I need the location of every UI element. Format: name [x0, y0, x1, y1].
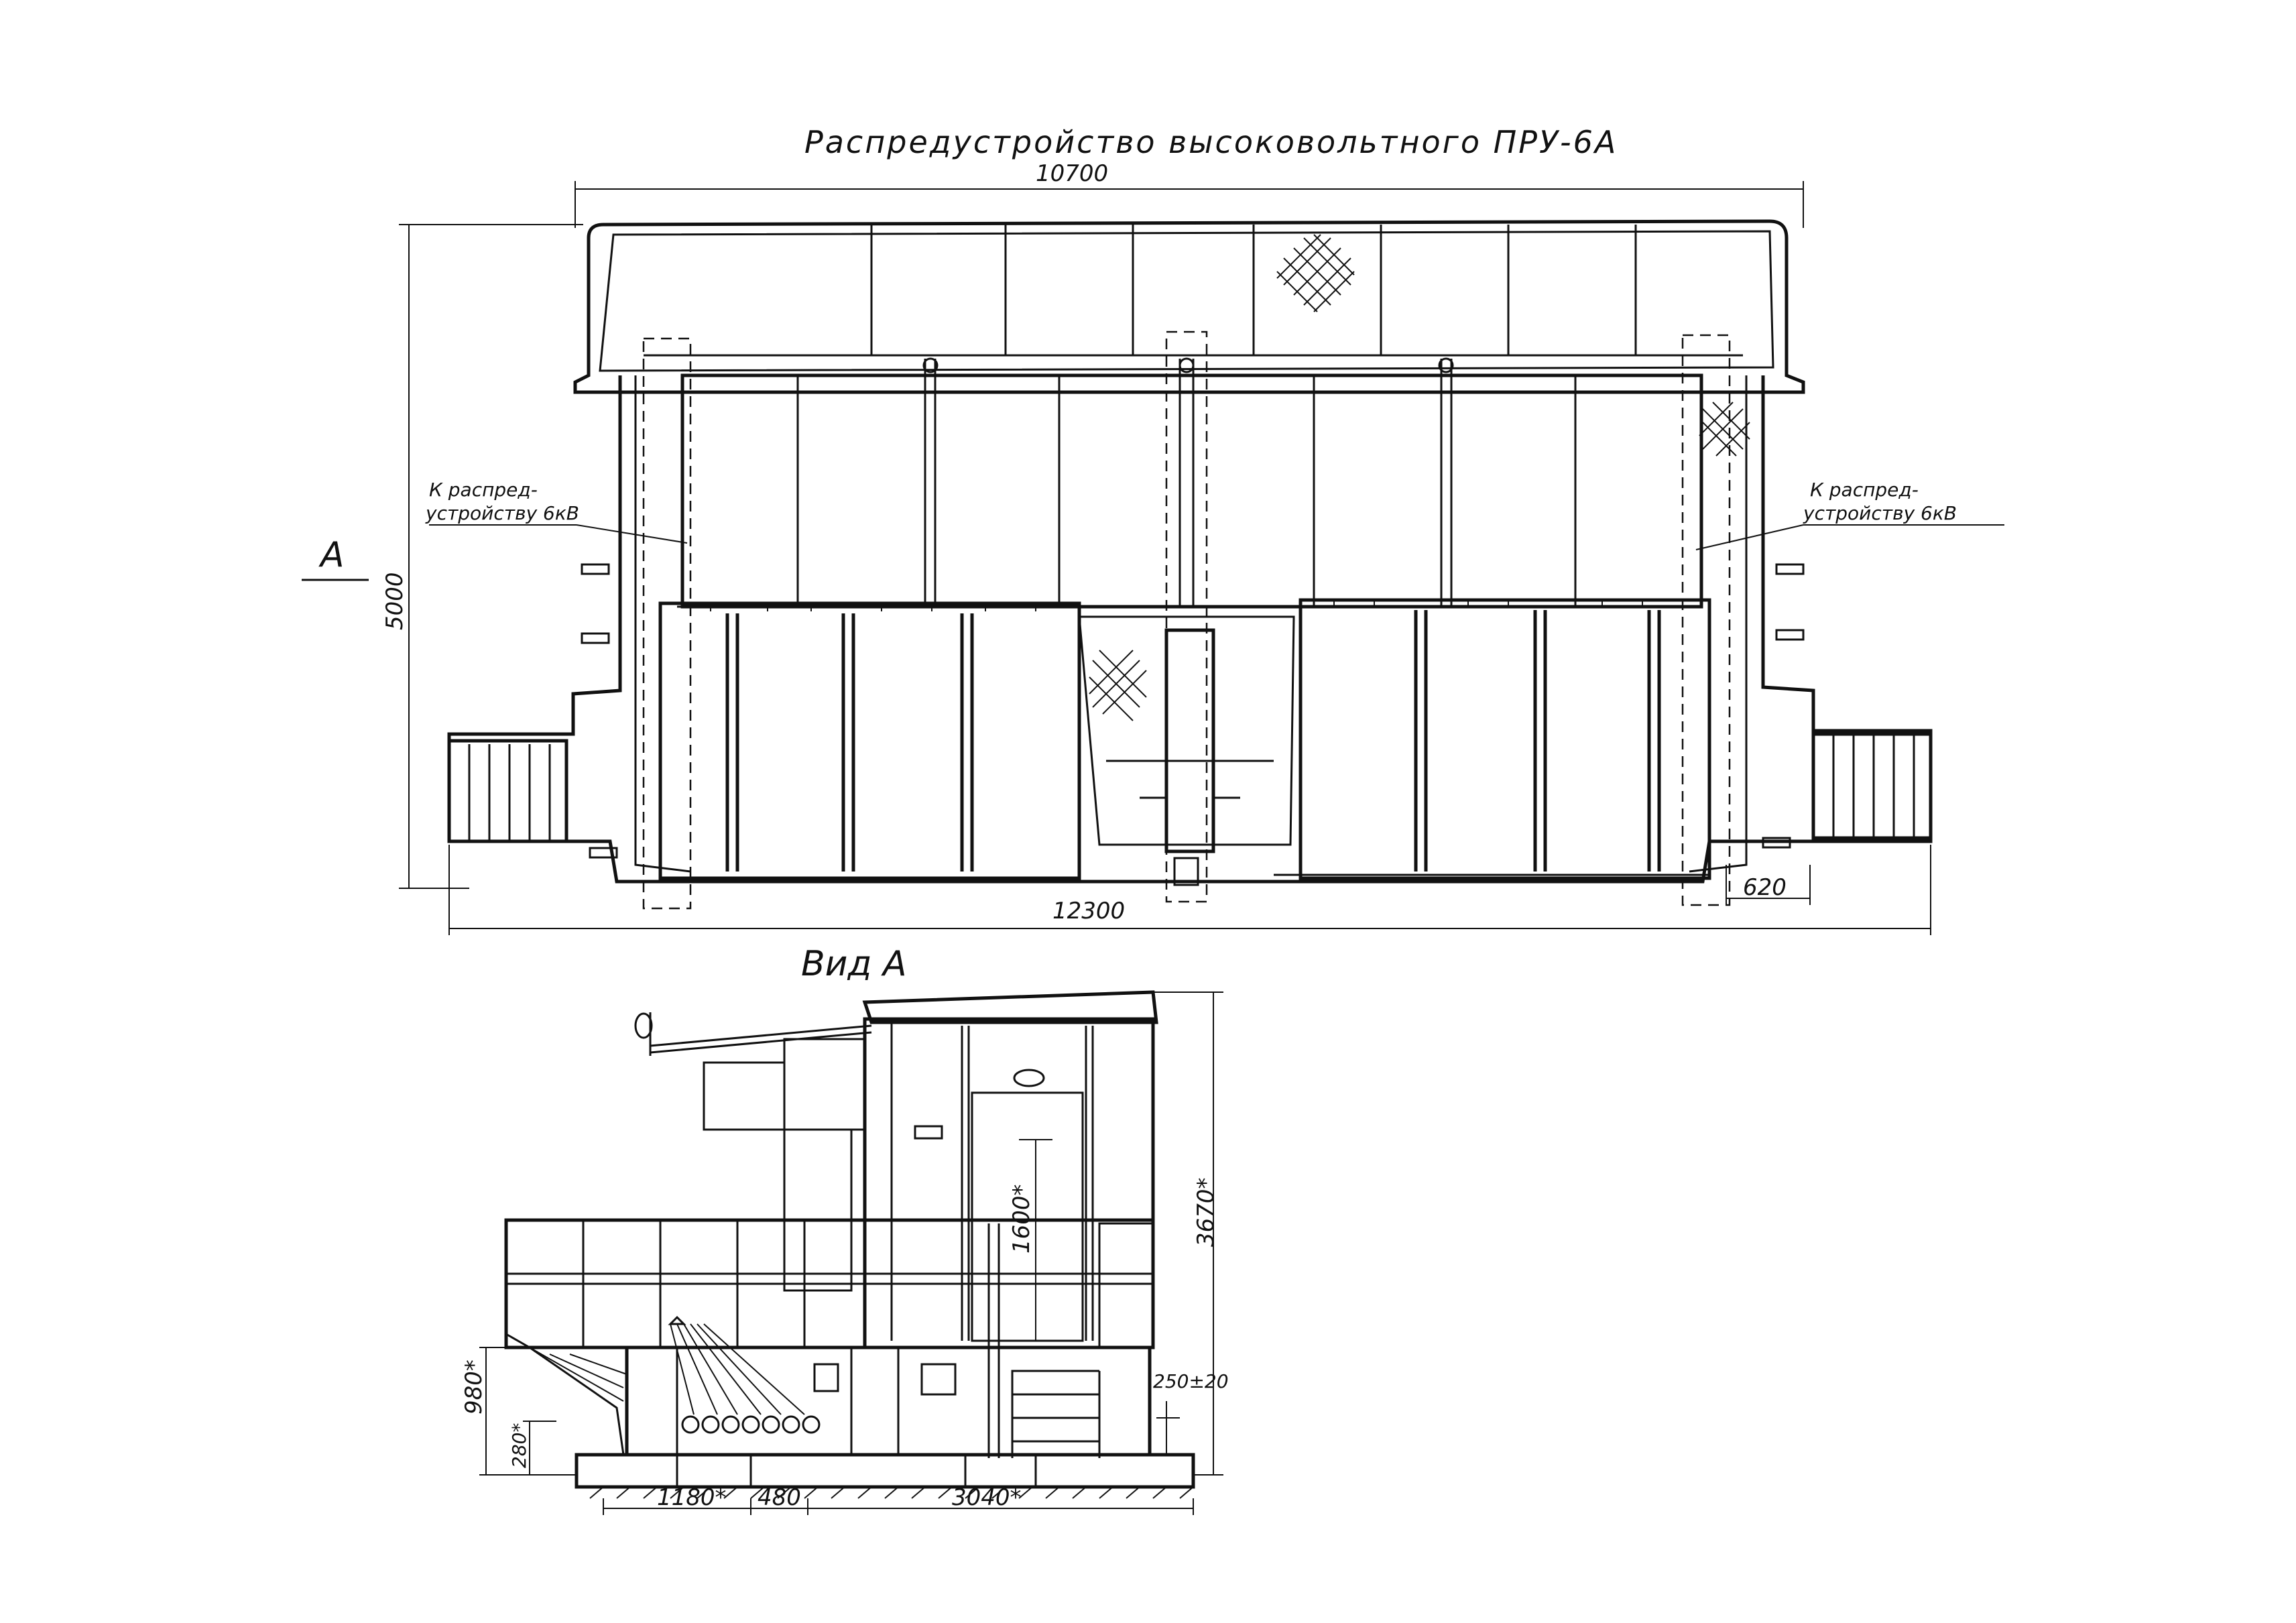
switchgear-body [447, 330, 1933, 910]
clearance-dimension: 250±20 [1153, 1370, 1229, 1392]
railing [504, 1218, 1155, 1458]
stairs-left [447, 739, 568, 843]
note-left-line2: устройству 6кВ [425, 502, 579, 524]
base-length-dimension: 12300 [1052, 898, 1125, 924]
section-marker: А [302, 535, 369, 581]
overall-length-dimension: 10700 [1036, 160, 1108, 187]
vent-grille-icon [1013, 1069, 1045, 1087]
stairs-right [1811, 729, 1933, 840]
svg-text:А: А [318, 535, 345, 575]
plan-view: 5000 А [302, 181, 2004, 935]
plinth-height-dimension: 280* [508, 1423, 530, 1468]
upper-deck [573, 219, 1805, 394]
cable-bundle [668, 1315, 821, 1434]
note-right-line1: К распред- [1810, 479, 1919, 501]
base-height-dimension: 980* [461, 1360, 487, 1415]
side-view: 1600* [461, 990, 1229, 1515]
width-dimension-1180: 1180* [657, 1484, 727, 1511]
note-left-line1: К распред- [429, 479, 538, 501]
side-view-label: Вид А [801, 944, 907, 984]
offset-dimension: 620 [1743, 874, 1787, 901]
width-dimension-480: 480 [758, 1484, 801, 1511]
grounding-hatch-symbol-right [1699, 402, 1750, 457]
note-right-line2: устройству 6кВ [1803, 502, 1957, 524]
lamp-icon [634, 1012, 653, 1039]
height-dimension: 5000 [381, 572, 408, 630]
grounding-hatch-symbol-center [1089, 650, 1147, 721]
grounding-hatch-symbol [1276, 234, 1355, 312]
drawing-title: Распредустройство высоковольтного ПРУ-6А [804, 124, 1618, 160]
total-height-dimension: 3670* [1193, 1177, 1219, 1247]
width-dimension-3040: 3040* [952, 1484, 1022, 1511]
